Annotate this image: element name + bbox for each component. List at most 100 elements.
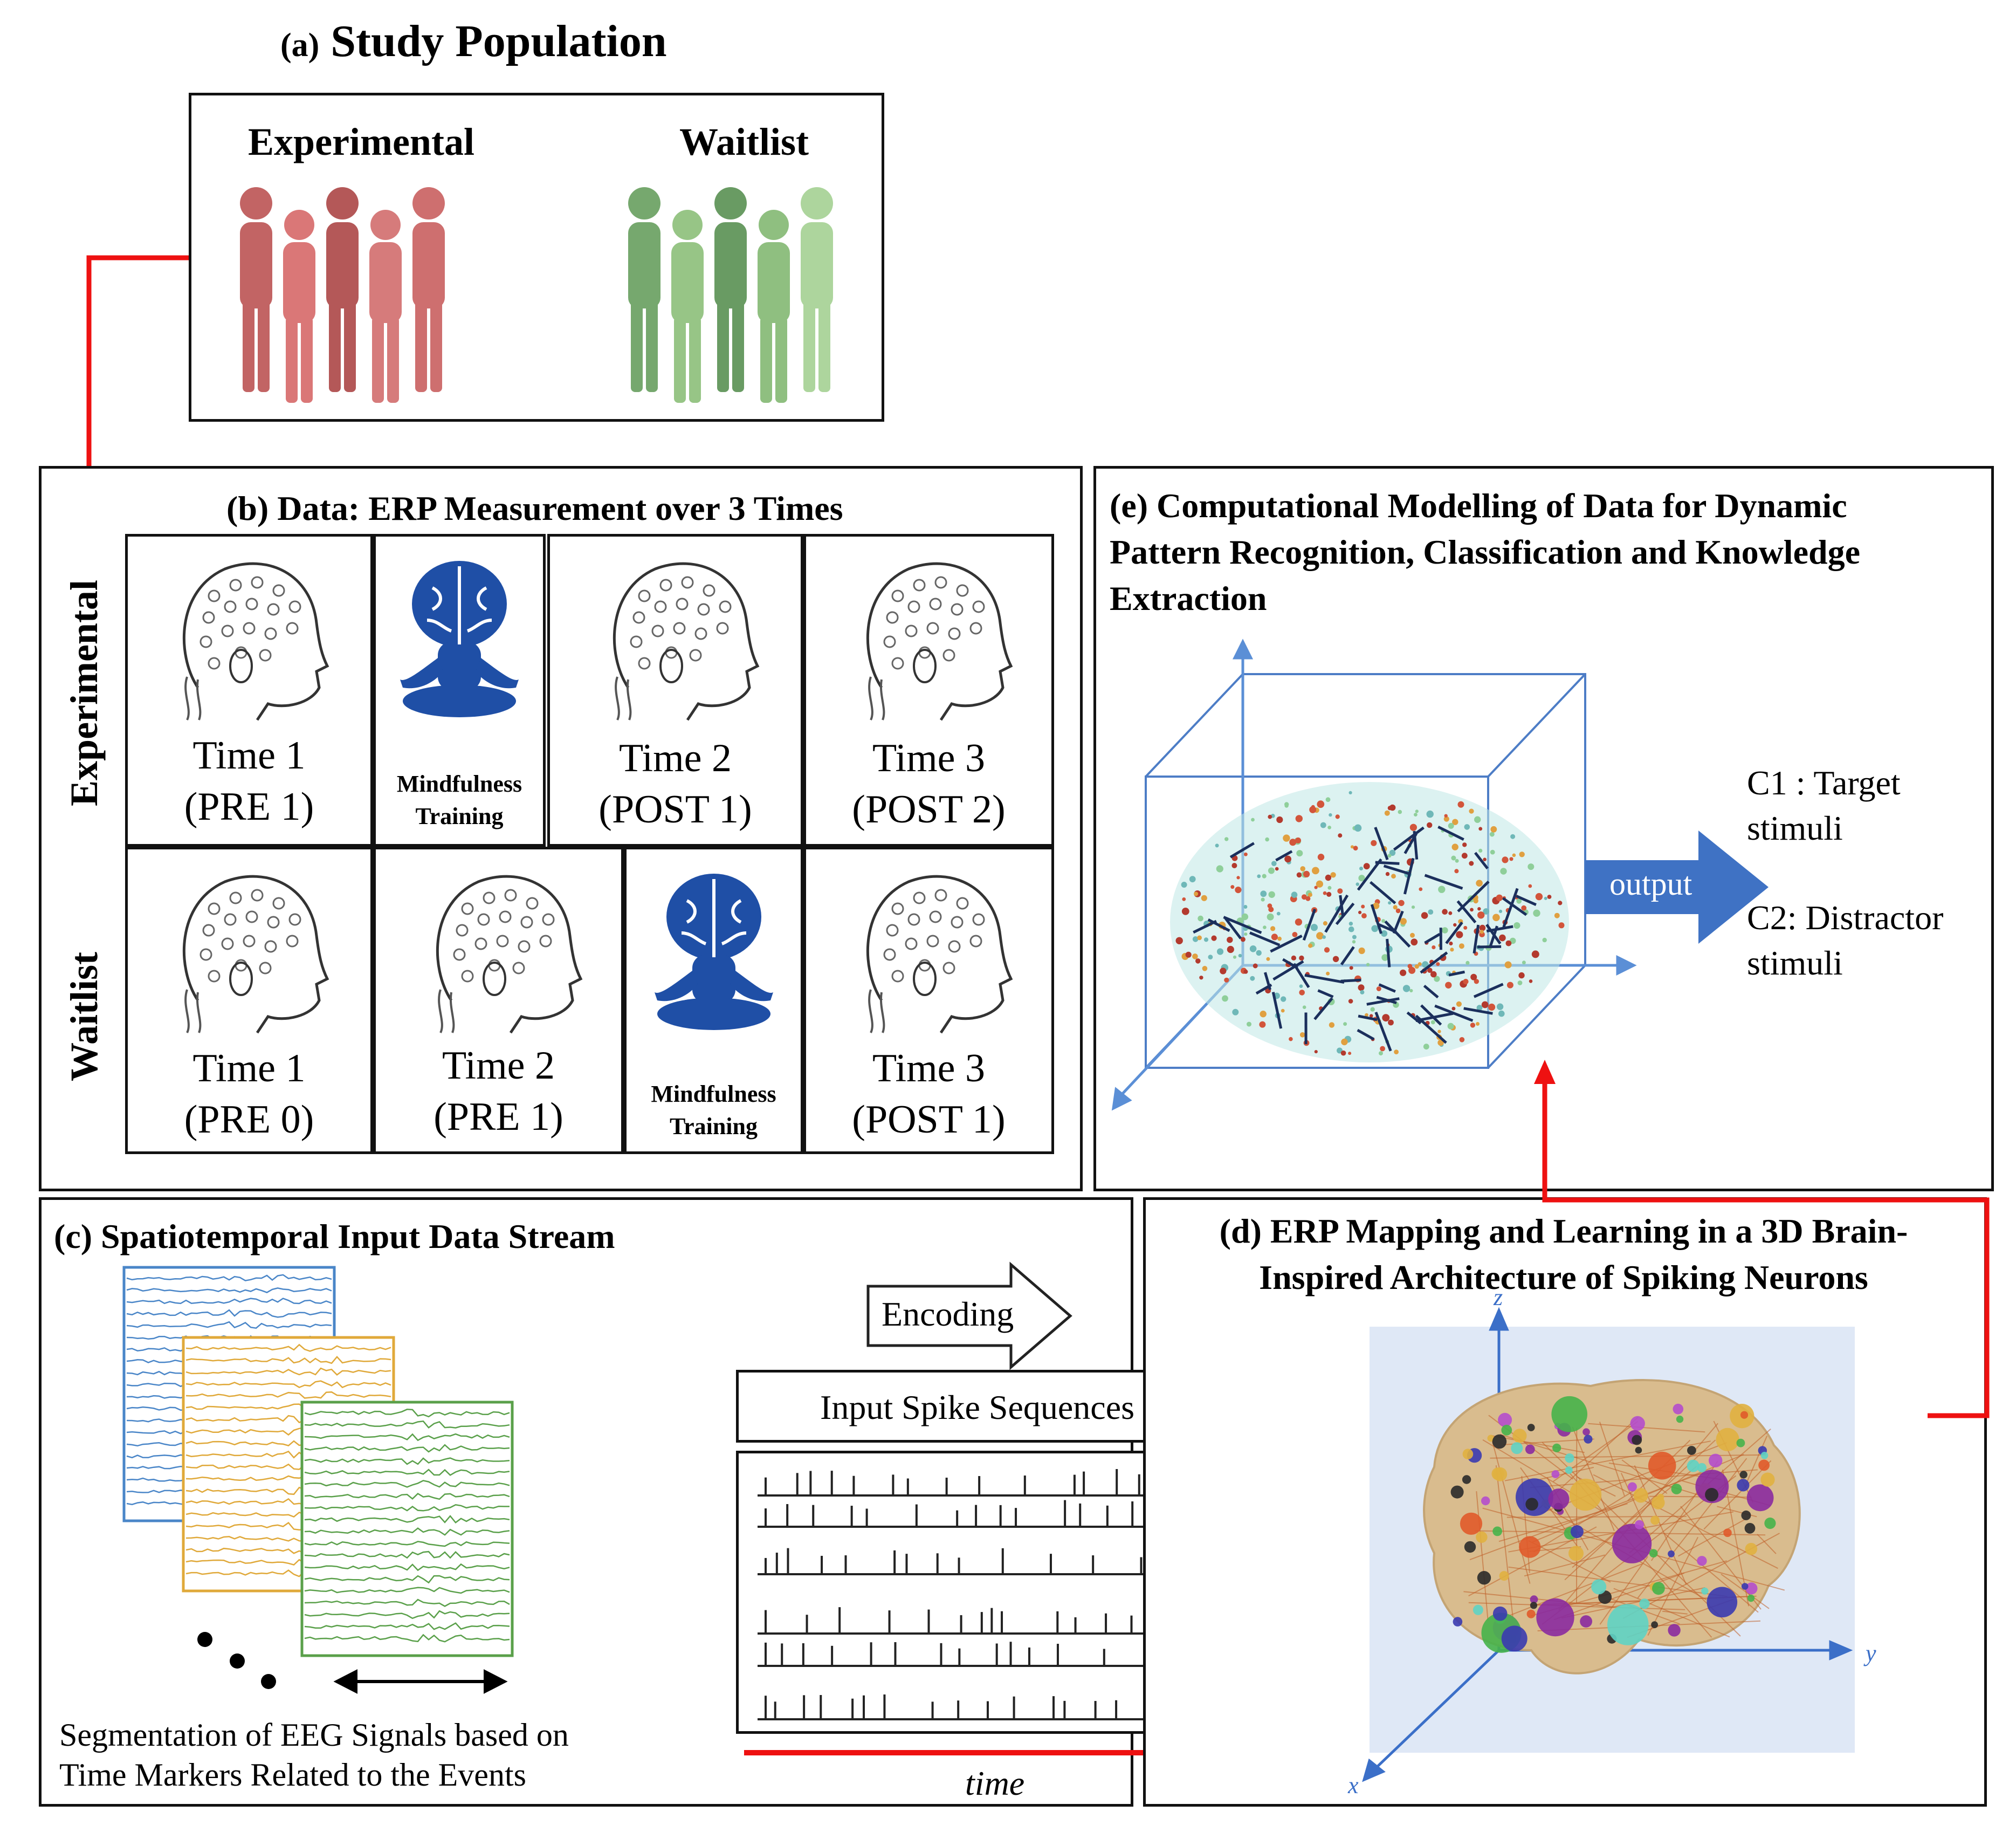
brain-neuron bbox=[1492, 1434, 1507, 1449]
snn-neuron bbox=[1276, 816, 1283, 824]
snn-neuron bbox=[1483, 908, 1490, 915]
snn-neuron bbox=[1478, 827, 1483, 831]
wait-mindfulness-line1: Mindfulness bbox=[651, 1081, 776, 1107]
snn-neuron bbox=[1216, 948, 1224, 955]
snn-neuron bbox=[1289, 1037, 1293, 1041]
wait-cell-time2-line1: Time 2 bbox=[442, 1044, 555, 1088]
snn-neuron bbox=[1292, 932, 1298, 937]
snn-neuron bbox=[1329, 1022, 1335, 1028]
row-label-experimental: Experimental bbox=[63, 580, 106, 806]
snn-neuron bbox=[1314, 1050, 1318, 1054]
snn-neuron bbox=[1505, 940, 1512, 946]
snn-neuron bbox=[1341, 1038, 1348, 1046]
snn-neuron bbox=[1360, 990, 1365, 994]
brain-neuron bbox=[1570, 1525, 1584, 1539]
panel-a-title: (a) Study Population bbox=[280, 15, 667, 67]
experimental-people-icon bbox=[240, 187, 445, 403]
brain-neuron bbox=[1525, 1444, 1535, 1454]
snn-neuron bbox=[1376, 986, 1381, 991]
brain-connection bbox=[1757, 1534, 1777, 1554]
snn-neuron bbox=[1202, 966, 1208, 971]
snn-neuron bbox=[1385, 872, 1390, 876]
brain-neuron bbox=[1627, 1482, 1637, 1492]
wait-cell-time2-line2: (PRE 1) bbox=[434, 1095, 563, 1139]
brain-neuron bbox=[1632, 1435, 1642, 1445]
snn-neuron bbox=[1299, 984, 1303, 988]
brain-connection bbox=[1599, 1422, 1625, 1497]
snn-neuron bbox=[1480, 930, 1484, 934]
snn-connection bbox=[1424, 874, 1463, 890]
snn-neuron bbox=[1260, 1011, 1267, 1018]
brain-connection bbox=[1610, 1598, 1680, 1625]
brain-neuron bbox=[1565, 1466, 1573, 1474]
snn-neuron bbox=[1451, 843, 1458, 850]
snn-neuron bbox=[1348, 926, 1354, 932]
snn-neuron bbox=[1415, 809, 1419, 813]
snn-neuron bbox=[1474, 816, 1481, 823]
eeg-caption-line2: Time Markers Related to the Events bbox=[59, 1757, 526, 1793]
snn-neuron bbox=[1260, 890, 1267, 897]
encoding-label: Encoding bbox=[882, 1295, 1014, 1333]
snn-neuron bbox=[1281, 996, 1286, 1002]
snn-neuron bbox=[1271, 934, 1278, 941]
snn-neuron bbox=[1519, 852, 1525, 857]
snn-neuron bbox=[1222, 995, 1228, 1002]
snn-neuron bbox=[1263, 925, 1267, 929]
brain-neuron bbox=[1635, 1520, 1644, 1529]
eeg-caption-line1: Segmentation of EEG Signals based on bbox=[59, 1717, 569, 1753]
wait-cell-mindfulness: Mindfulness Training bbox=[624, 847, 803, 1154]
snn-connection bbox=[1207, 918, 1230, 932]
eeg-cap-head-icon bbox=[182, 562, 329, 721]
brain-connection bbox=[1476, 1491, 1489, 1621]
snn-neuron bbox=[1365, 1013, 1368, 1017]
snn-neuron bbox=[1477, 907, 1481, 911]
snn-neuron bbox=[1295, 918, 1302, 926]
wait-cell-time1-line1: Time 1 bbox=[192, 1046, 306, 1090]
snn-neuron bbox=[1243, 905, 1248, 909]
snn-neuron bbox=[1350, 845, 1354, 849]
snn-neuron bbox=[1198, 915, 1203, 922]
brain-neuron bbox=[1584, 1435, 1593, 1444]
snn-neuron bbox=[1445, 982, 1452, 989]
snn-neuron bbox=[1476, 880, 1483, 887]
brain-neuron bbox=[1453, 1617, 1463, 1627]
brain-connection bbox=[1678, 1518, 1746, 1557]
snn-neuron bbox=[1479, 924, 1486, 931]
brain-neuron bbox=[1651, 1621, 1658, 1629]
snn-neuron bbox=[1281, 1008, 1285, 1013]
snn-neuron bbox=[1265, 837, 1269, 842]
snn-connection bbox=[1489, 925, 1498, 948]
exp-cell-time1: Time 1 (PRE 1) bbox=[125, 534, 373, 847]
snn-neuron bbox=[1235, 887, 1242, 894]
snn-connection bbox=[1415, 1014, 1447, 1044]
brain-neuron bbox=[1736, 1438, 1745, 1447]
snn-neuron bbox=[1496, 1003, 1504, 1010]
brain-neuron bbox=[1526, 1609, 1536, 1618]
snn-neuron bbox=[1243, 969, 1248, 974]
snn-neuron bbox=[1261, 897, 1265, 902]
snn-neuron bbox=[1490, 849, 1495, 855]
spike-train bbox=[758, 1639, 1208, 1667]
brain-connection bbox=[1495, 1465, 1513, 1618]
snn-neuron bbox=[1544, 896, 1547, 900]
brain-neuron bbox=[1673, 1403, 1684, 1415]
brain-connection bbox=[1504, 1563, 1643, 1618]
snn-connection bbox=[1340, 946, 1355, 966]
snn-neuron bbox=[1230, 885, 1235, 889]
snn-neuron bbox=[1388, 901, 1392, 905]
snn-neuron bbox=[1308, 893, 1312, 897]
wait-cell-time3-line1: Time 3 bbox=[872, 1046, 986, 1090]
brain-neuron bbox=[1687, 1459, 1700, 1472]
snn-neuron bbox=[1352, 940, 1356, 944]
snn-neuron bbox=[1268, 867, 1275, 874]
brain-connection bbox=[1490, 1454, 1766, 1459]
brain-neuron bbox=[1477, 1571, 1491, 1585]
brain-neuron bbox=[1630, 1416, 1645, 1431]
snn-neuron bbox=[1348, 922, 1353, 926]
snn-neuron bbox=[1361, 904, 1365, 909]
snn-neuron bbox=[1267, 913, 1274, 921]
snn-neuron bbox=[1240, 937, 1246, 942]
spike-train bbox=[758, 1469, 1208, 1497]
snn-connection bbox=[1370, 904, 1382, 934]
brain-neuron bbox=[1530, 1602, 1538, 1609]
